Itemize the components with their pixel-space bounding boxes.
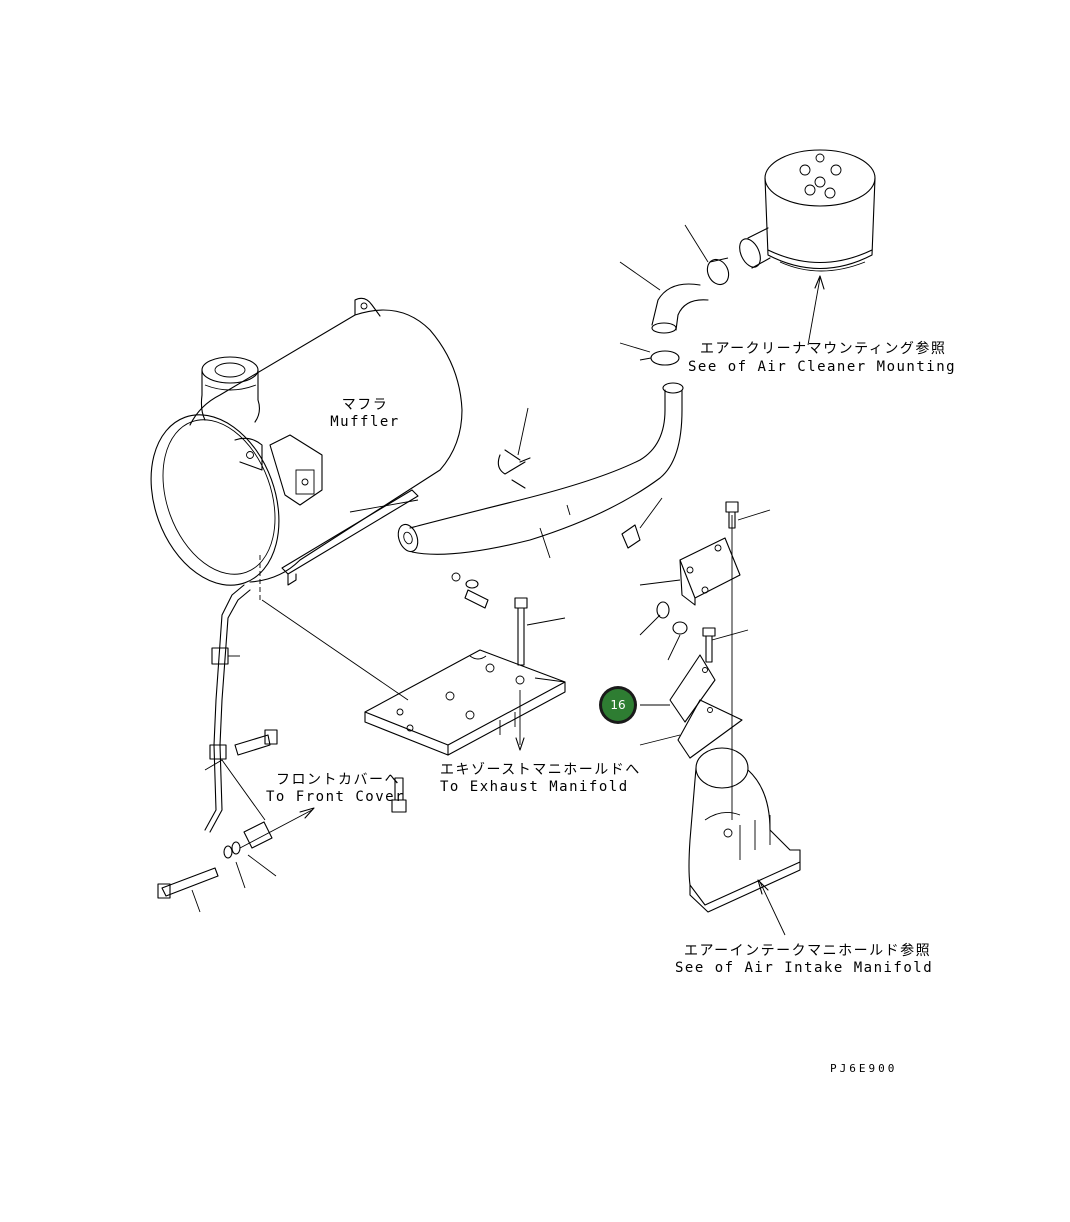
air-intake-label-en: See of Air Intake Manifold bbox=[675, 960, 934, 976]
part-callout-number: 16 bbox=[602, 689, 634, 721]
air-intake-label-jp: エアーインテークマニホールド参照 bbox=[684, 943, 932, 959]
front-cover-label-en: To Front Cover bbox=[266, 789, 406, 805]
air-cleaner-label-jp: エアークリーナマウンティング参照 bbox=[700, 341, 947, 357]
air-cleaner bbox=[639, 149, 876, 366]
mounting-plate bbox=[364, 649, 566, 756]
muffler-label-jp: マフラ bbox=[341, 397, 389, 413]
front-cover-label-jp: フロントカバーへ bbox=[276, 772, 400, 788]
spacer-plate bbox=[669, 654, 743, 759]
air-intake-manifold bbox=[688, 747, 801, 913]
bracket-right bbox=[679, 501, 741, 820]
drawing-code: PJ6E900 bbox=[830, 1062, 898, 1075]
leader-lines bbox=[191, 224, 825, 936]
muffler bbox=[150, 297, 463, 701]
exhaust-manifold-label-en: To Exhaust Manifold bbox=[440, 779, 629, 795]
tube-assembly bbox=[157, 584, 278, 899]
muffler-label-en: Muffler bbox=[330, 414, 400, 430]
fasteners bbox=[391, 449, 716, 813]
air-cleaner-label-en: See of Air Cleaner Mounting bbox=[688, 359, 957, 375]
part-callout-16[interactable]: 16 bbox=[599, 686, 637, 724]
exhaust-manifold-label-jp: エキゾーストマニホールドへ bbox=[440, 762, 641, 778]
exhaust-pipe bbox=[409, 382, 684, 555]
